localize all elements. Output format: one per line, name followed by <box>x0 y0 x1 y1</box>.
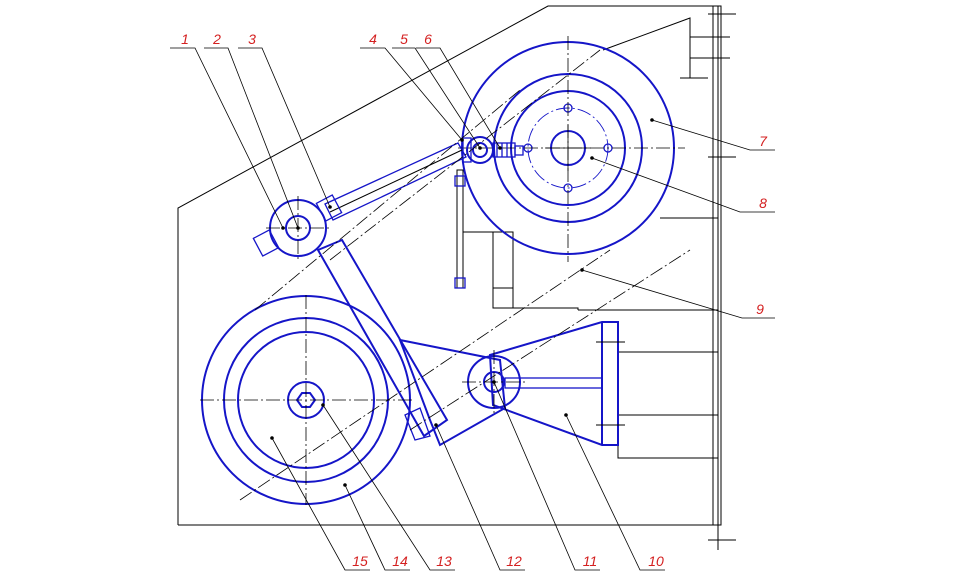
lower-pulley <box>200 295 415 505</box>
swing-arm <box>316 238 507 447</box>
upper-pulley <box>458 36 685 262</box>
tension-rod <box>324 142 467 221</box>
leader-lines <box>170 47 775 571</box>
callout-7: 7 <box>759 133 768 149</box>
belt-centerlines <box>239 49 691 501</box>
tension-roller <box>454 136 524 289</box>
callout-11: 11 <box>583 553 598 569</box>
callout-15: 15 <box>352 553 368 569</box>
callout-10: 10 <box>648 553 664 569</box>
callout-12: 12 <box>506 553 522 569</box>
callout-3: 3 <box>248 31 256 47</box>
callout-2: 2 <box>212 31 221 47</box>
callout-14: 14 <box>392 553 408 569</box>
motor-bracket <box>462 321 625 446</box>
callout-9: 9 <box>756 301 764 317</box>
callout-1: 1 <box>181 31 189 47</box>
leader-dots <box>270 118 654 487</box>
callout-4: 4 <box>369 31 377 47</box>
callout-13: 13 <box>436 553 452 569</box>
callout-8: 8 <box>759 195 767 211</box>
housing-frame <box>177 5 736 550</box>
callout-5: 5 <box>400 31 408 47</box>
callout-6: 6 <box>424 31 432 47</box>
callout-labels: 1 2 3 4 5 6 7 8 9 10 11 12 13 14 15 <box>181 31 768 569</box>
